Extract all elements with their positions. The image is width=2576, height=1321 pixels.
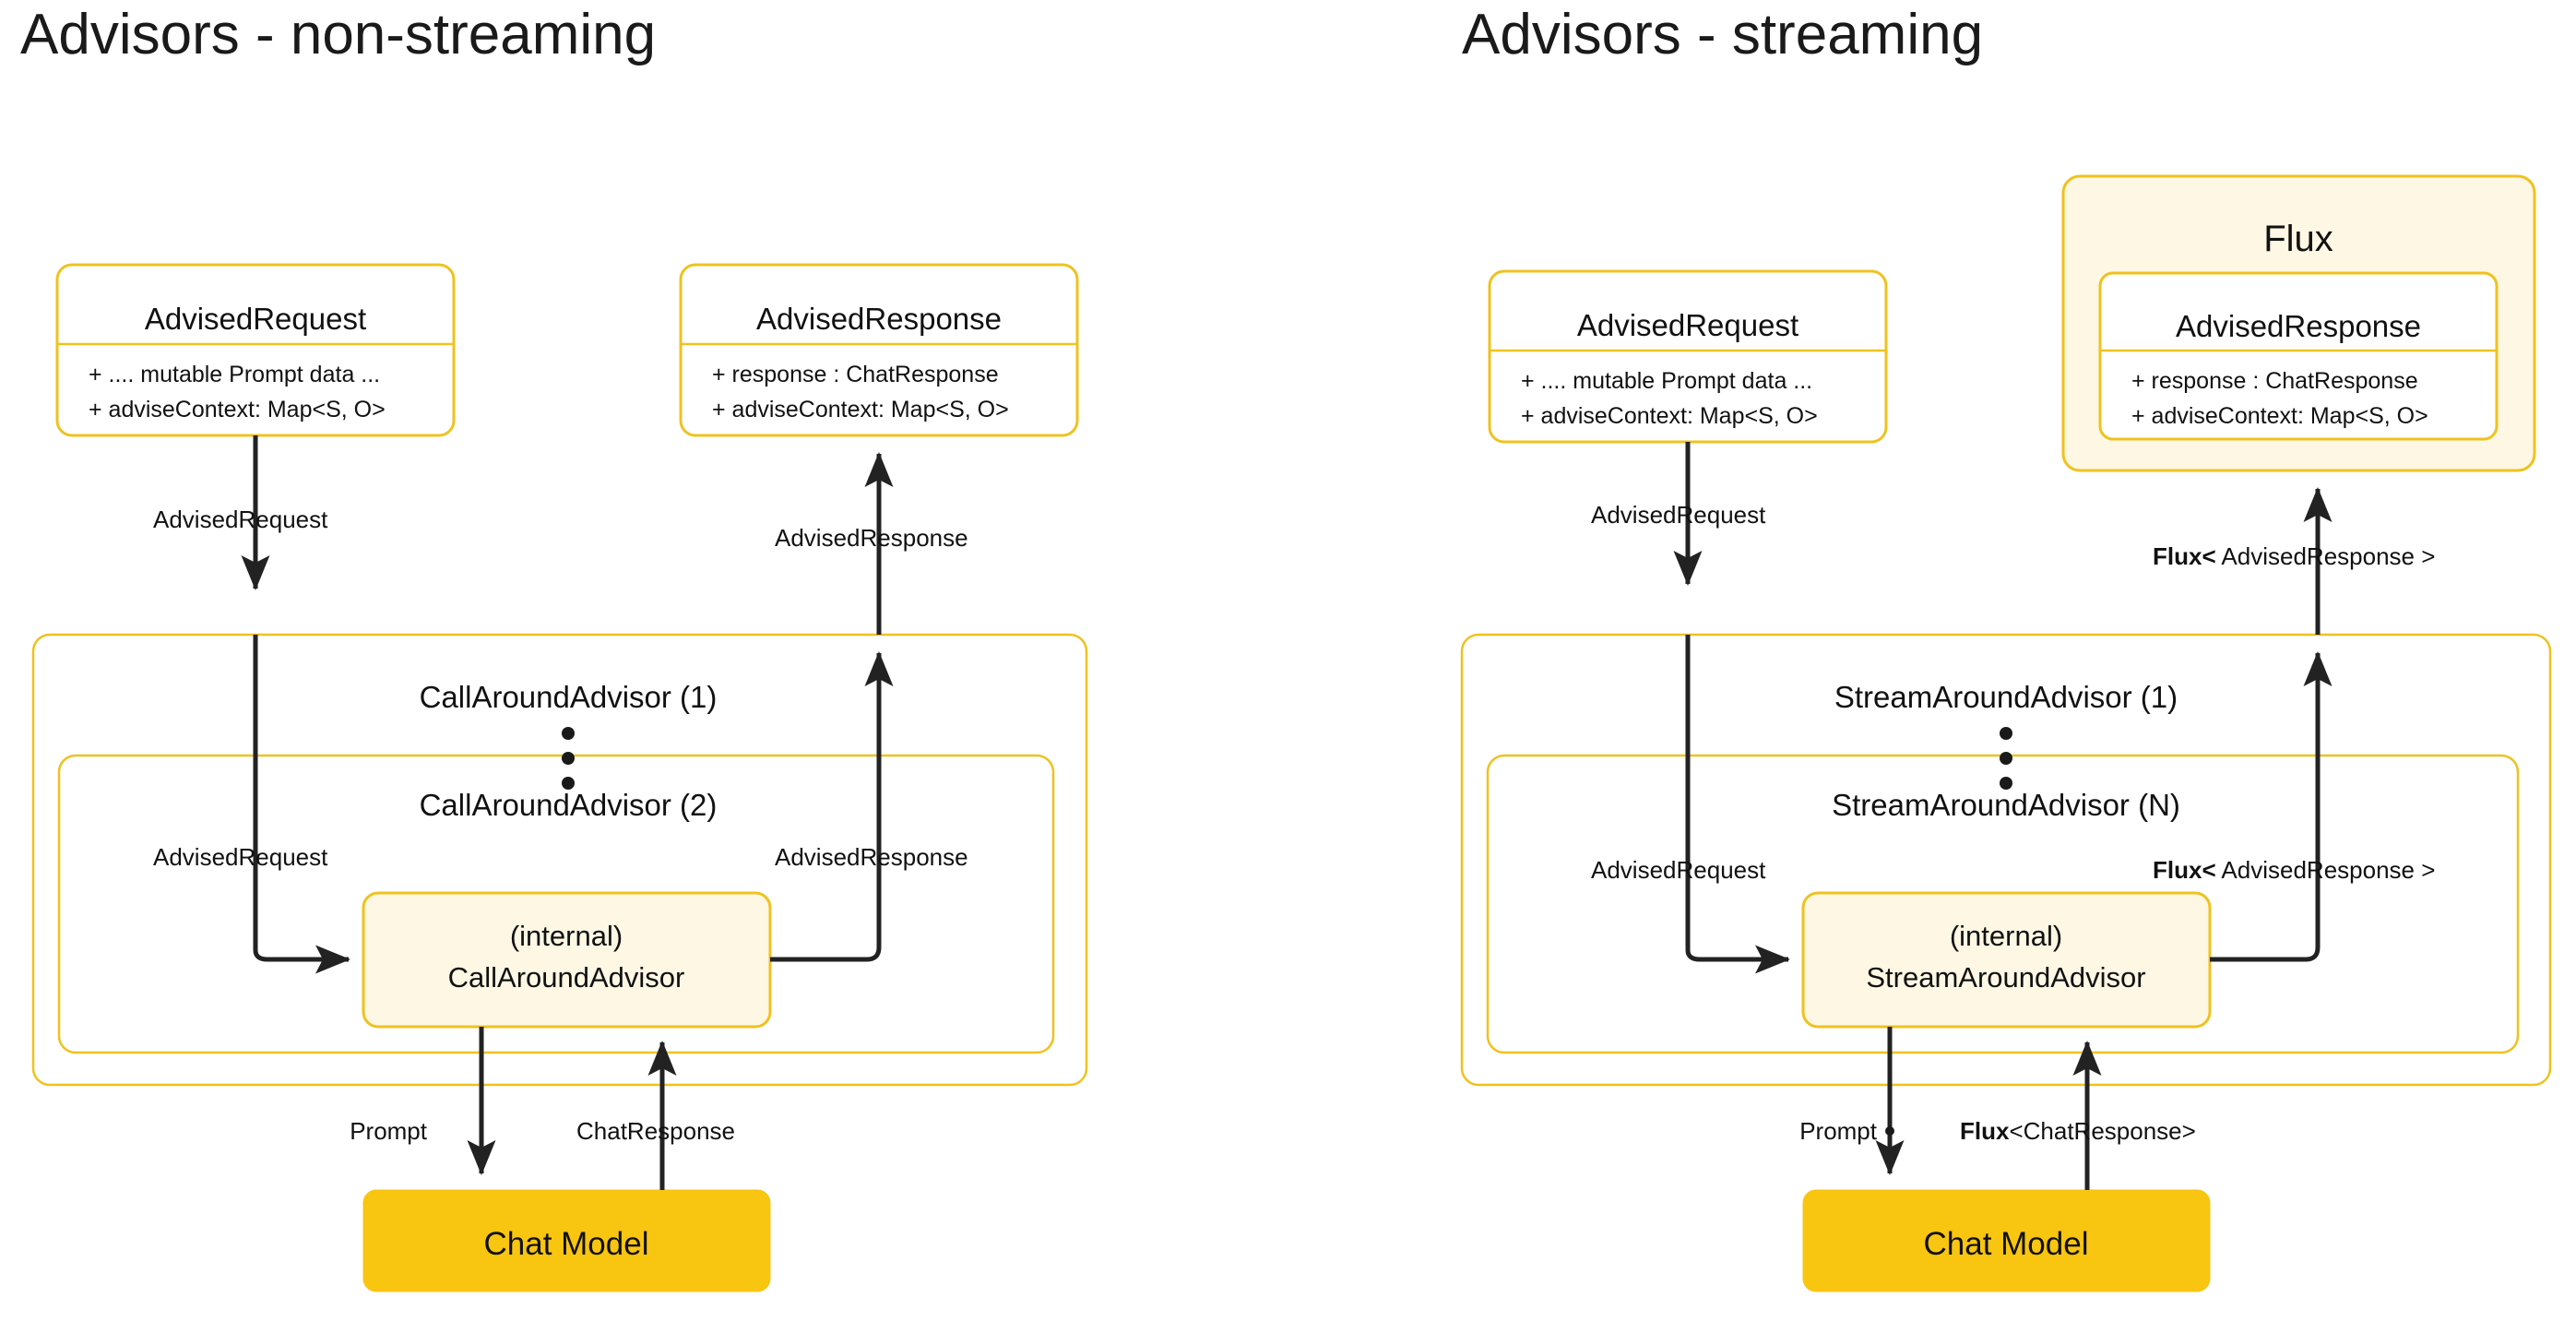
internal-advisor-line-2-streaming: StreamAroundAdvisor xyxy=(1866,961,2145,994)
edge-label-chat-response-left: ChatResponse xyxy=(576,1117,735,1145)
internal-advisor-line-2: CallAroundAdvisor xyxy=(448,961,685,994)
vertical-ellipsis-icon-left xyxy=(562,727,575,790)
response-bold-part: Flux< xyxy=(2153,542,2216,570)
prompt-junction-dot xyxy=(1885,1126,1894,1136)
inner-response-rest-part: AdvisedResponse > xyxy=(2216,856,2436,884)
internal-call-around-advisor-box: (internal) CallAroundAdvisor xyxy=(362,891,772,1029)
chat-model-label-right: Chat Model xyxy=(1924,1226,2089,1262)
model-response-bold-part: Flux xyxy=(1960,1117,2010,1145)
call-around-advisor-2-label: CallAroundAdvisor (2) xyxy=(420,788,718,822)
edge-label-request-in-right: AdvisedRequest xyxy=(1591,501,1766,529)
chat-model-label-left: Chat Model xyxy=(484,1226,649,1262)
panel-title-non-streaming: Advisors - non-streaming xyxy=(20,3,656,66)
edge-label-response-out-right: Flux< AdvisedResponse > xyxy=(2153,542,2435,570)
call-around-advisor-outer-group: CallAroundAdvisor (1) xyxy=(31,633,1088,1087)
response-rest-part: AdvisedResponse > xyxy=(2216,542,2436,570)
edge-label-request-in-left: AdvisedRequest xyxy=(153,506,328,533)
advised-request-class-box: AdvisedRequest + .... mutable Prompt dat… xyxy=(55,263,456,437)
chat-model-box-right: Chat Model xyxy=(1802,1189,2211,1292)
stream-around-advisor-1-label: StreamAroundAdvisor (1) xyxy=(1834,680,2178,714)
panel-title-streaming: Advisors - streaming xyxy=(1462,3,1983,66)
call-around-advisor-inner-group: CallAroundAdvisor (2) xyxy=(57,754,1055,1054)
chat-model-box-left: Chat Model xyxy=(362,1189,771,1292)
advised-response-class-name: AdvisedResponse xyxy=(756,302,1002,336)
panel-non-streaming: Advisors - non-streaming AdvisedRequest … xyxy=(20,3,1088,1292)
advised-request-attr-1-streaming: + adviseContext: Map<S, O> xyxy=(1521,403,1818,429)
advised-response-attr-0-streaming: + response : ChatResponse xyxy=(2131,368,2418,394)
advised-response-attr-1: + adviseContext: Map<S, O> xyxy=(712,397,1009,422)
call-around-advisor-1-label: CallAroundAdvisor (1) xyxy=(420,680,718,714)
advised-request-class-name-streaming: AdvisedRequest xyxy=(1577,308,1798,342)
advised-request-class-name: AdvisedRequest xyxy=(145,302,366,336)
edge-label-chat-response-right: Flux<ChatResponse> xyxy=(1960,1117,2196,1145)
advised-response-class-box: AdvisedResponse + response : ChatRespons… xyxy=(679,263,1079,437)
stream-around-advisor-n-label: StreamAroundAdvisor (N) xyxy=(1832,788,2180,822)
advised-response-attr-1-streaming: + adviseContext: Map<S, O> xyxy=(2131,403,2428,429)
advised-response-attr-0: + response : ChatResponse xyxy=(712,362,999,387)
flow-request-into-internal-left xyxy=(253,635,351,974)
flow-response-out-right xyxy=(2210,650,2333,962)
edge-label-prompt-left: Prompt xyxy=(350,1117,428,1145)
inner-response-bold-part: Flux< xyxy=(2153,856,2216,884)
edge-label-inner-request-left: AdvisedRequest xyxy=(153,843,328,871)
flow-response-out-left xyxy=(770,650,894,962)
edge-label-response-out-left: AdvisedResponse xyxy=(775,524,968,552)
advised-request-attr-0: + .... mutable Prompt data ... xyxy=(89,362,380,387)
advised-request-attr-0-streaming: + .... mutable Prompt data ... xyxy=(1521,368,1812,394)
advised-request-attr-1: + adviseContext: Map<S, O> xyxy=(89,397,386,422)
internal-stream-around-advisor-box: (internal) StreamAroundAdvisor xyxy=(1801,891,2212,1029)
internal-advisor-line-1: (internal) xyxy=(510,920,623,952)
flux-label: Flux xyxy=(2263,219,2333,259)
flux-wrapper-box: Flux AdvisedResponse + response : ChatRe… xyxy=(2061,174,2536,472)
edge-label-inner-response-right: Flux< AdvisedResponse > xyxy=(2153,856,2435,884)
advised-response-class-name-streaming: AdvisedResponse xyxy=(2176,309,2421,343)
flow-request-into-internal-right xyxy=(1685,635,1791,974)
vertical-ellipsis-icon-right xyxy=(2000,727,2012,790)
stream-around-advisor-outer-group: StreamAroundAdvisor (1) xyxy=(1460,633,2552,1087)
edge-label-inner-response-left: AdvisedResponse xyxy=(775,843,968,871)
model-response-rest-part: <ChatResponse> xyxy=(2009,1117,2195,1145)
edge-label-inner-request-right: AdvisedRequest xyxy=(1591,856,1766,884)
advised-response-class-box-streaming: AdvisedResponse + response : ChatRespons… xyxy=(2098,271,2499,441)
advised-request-class-box-streaming: AdvisedRequest + .... mutable Prompt dat… xyxy=(1488,269,1888,444)
edge-label-prompt-right: Prompt xyxy=(1799,1117,1878,1145)
internal-advisor-line-1-streaming: (internal) xyxy=(1950,920,2062,952)
panel-streaming: Advisors - streaming AdvisedRequest + ..… xyxy=(1460,3,2552,1292)
